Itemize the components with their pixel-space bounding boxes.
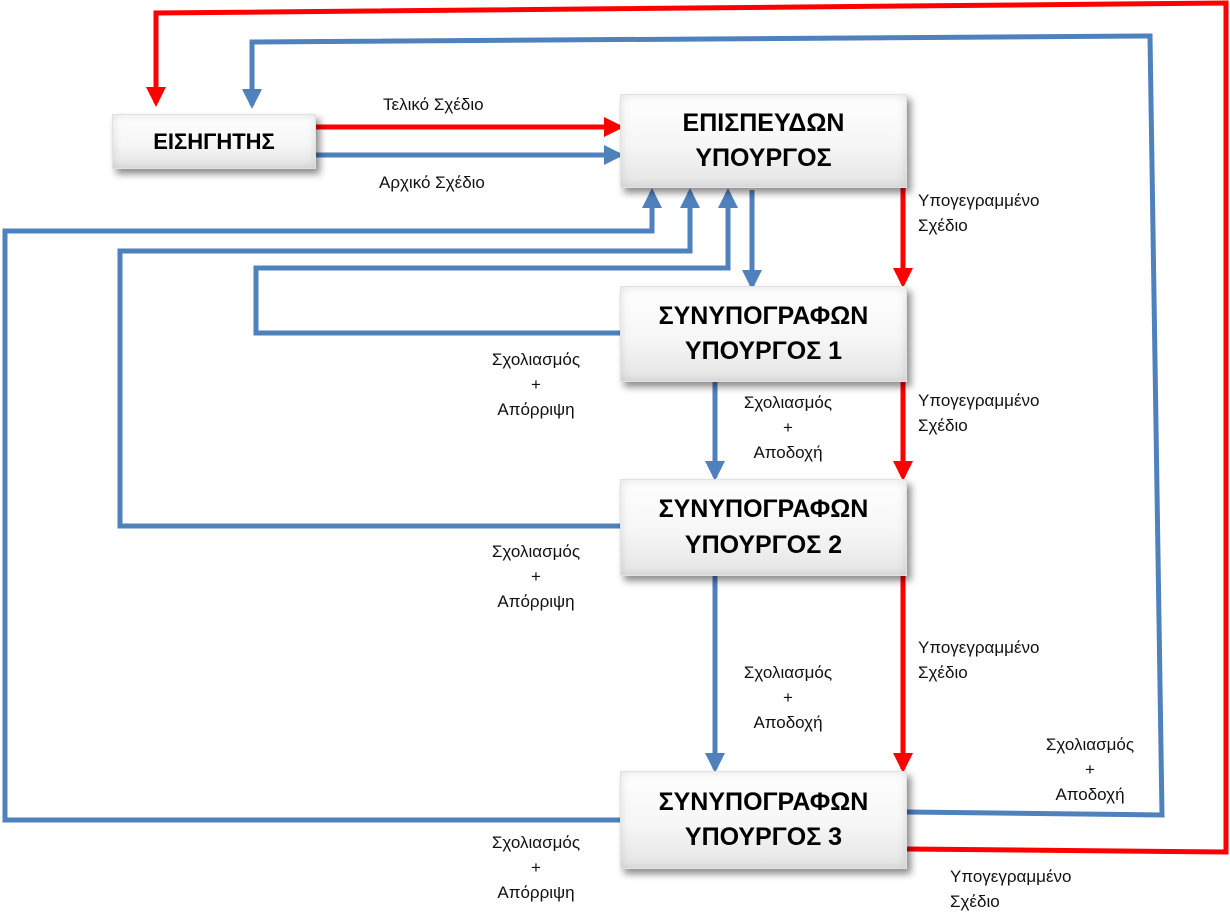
label-comment-accept-2: Σχολιασμός+Αποδοχή bbox=[743, 663, 833, 732]
node-lead-line2: ΥΠΟΥΡΓΟΣ bbox=[695, 144, 832, 172]
reject-line-co1 bbox=[253, 188, 738, 336]
node-co3-line2: ΥΠΟΥΡΓΟΣ 3 bbox=[684, 823, 843, 851]
node-co3-line1: ΣΥΝΥΠΟΓΡΑΦΩΝ bbox=[658, 787, 869, 816]
node-rapporteur-title: ΕΙΣΗΓΗΤΗΣ bbox=[153, 128, 275, 154]
blue-return-line bbox=[242, 33, 1165, 818]
label-comment-reject-3: Σχολιασμός+Απόρριψη bbox=[491, 833, 581, 902]
label-final-draft: Τελικό Σχέδιο bbox=[383, 95, 484, 114]
reject-line-co2 bbox=[117, 188, 700, 529]
node-cosigning-minister-2: ΣΥΝΥΠΟΓΡΑΦΩΝ ΥΠΟΥΡΓΟΣ 2 bbox=[620, 479, 907, 576]
node-co1-line2: ΥΠΟΥΡΓΟΣ 1 bbox=[684, 337, 843, 365]
node-lead-line1: ΕΠΙΣΠΕΥΔΩΝ bbox=[682, 108, 845, 137]
node-lead-minister: ΕΠΙΣΠΕΥΔΩΝ ΥΠΟΥΡΓΟΣ bbox=[620, 94, 907, 188]
label-comment-accept-1: Σχολιασμός+Αποδοχή bbox=[743, 393, 833, 462]
node-cosigning-minister-3: ΣΥΝΥΠΟΓΡΑΦΩΝ ΥΠΟΥΡΓΟΣ 3 bbox=[620, 771, 907, 869]
reject-line-co3 bbox=[2, 188, 662, 823]
label-initial-draft: Αρχικό Σχέδιο bbox=[379, 173, 485, 192]
node-rapporteur: ΕΙΣΗΓΗΤΗΣ bbox=[112, 114, 316, 169]
node-co2-line1: ΣΥΝΥΠΟΓΡΑΦΩΝ bbox=[658, 495, 869, 523]
label-comment-accept-3: Σχολιασμός+Αποδοχή bbox=[1045, 735, 1135, 804]
node-cosigning-minister-1: ΣΥΝΥΠΟΓΡΑΦΩΝ ΥΠΟΥΡΓΟΣ 1 bbox=[620, 286, 907, 382]
red-return-line bbox=[146, 0, 1229, 855]
node-co1-line1: ΣΥΝΥΠΟΓΡΑΦΩΝ bbox=[658, 301, 869, 330]
label-comment-reject-1: Σχολιασμός+Απόρριψη bbox=[491, 350, 581, 419]
label-comment-reject-2: Σχολιασμός+Απόρριψη bbox=[491, 542, 581, 611]
node-co2-line2: ΥΠΟΥΡΓΟΣ 2 bbox=[684, 530, 843, 559]
